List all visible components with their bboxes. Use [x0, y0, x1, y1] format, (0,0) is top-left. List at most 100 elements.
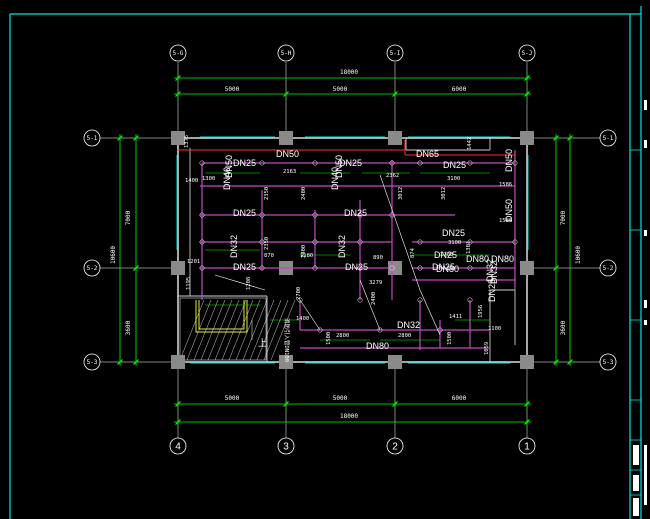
sprinkler-head-16: [417, 239, 423, 245]
plan-dim-11: 3012: [441, 187, 447, 200]
column-3-2: [520, 355, 534, 369]
axis-bubble-right-1-circle: [599, 259, 617, 277]
plan-dim-3: 2163: [283, 169, 296, 175]
dim-top-span-3: 6000: [452, 86, 467, 93]
leader-line-4: [214, 274, 266, 291]
dim-right-span-1: 7000: [560, 210, 567, 225]
hatch-line-8: [235, 299, 261, 361]
pipe-label-24: DN80: [491, 254, 514, 264]
sprinkler-head-13: [259, 239, 265, 245]
pipe-label-6: DN40: [222, 167, 232, 190]
dim-bottom-span-1: 5000: [225, 395, 240, 402]
hatch-line-10: [249, 299, 275, 361]
pipe-label-26: DN80: [366, 341, 389, 351]
pipe-label-10: DN25: [233, 208, 256, 218]
plan-dim-34: 1500: [447, 332, 453, 345]
column-3-1: [520, 261, 534, 275]
pipe-label-4: DN65: [416, 149, 439, 159]
dim-right-span-2: 3600: [560, 320, 567, 335]
hatch-line-4: [207, 299, 233, 361]
pipe-label-19: DN32: [485, 259, 495, 282]
hatch-line-0: [179, 299, 205, 361]
hatch-line-1: [186, 299, 212, 361]
leader-line-2: [359, 279, 381, 331]
axis-bubble-top-2-label: 5-I: [390, 50, 401, 57]
window-lines: [176, 136, 529, 364]
sprinkler-head-14: [312, 239, 318, 245]
plan-dim-28: 1956: [478, 305, 484, 318]
pipe-label-22: DN25: [432, 262, 455, 272]
plan-dim-16: 870: [264, 253, 274, 259]
plan-dim-14: 1201: [187, 259, 200, 265]
pipe-label-14: DN25: [233, 262, 256, 272]
inner-walls: [178, 138, 516, 362]
hatch-line-3: [200, 299, 226, 361]
sprinkler-head-10: [357, 212, 363, 218]
plan-dim-21: 1301: [466, 241, 472, 254]
dim-bottom-total: 18000: [340, 413, 358, 420]
plan-dim-18: 2400: [301, 245, 307, 258]
column-2-2: [388, 355, 402, 369]
pipe-label-12: DN32: [229, 235, 239, 258]
sprinkler-head-26: [297, 297, 303, 303]
pipe-network: [178, 140, 516, 350]
sprinkler-head-4: [417, 160, 423, 166]
plan-dim-7: 3100: [447, 176, 460, 182]
axis-bubble-left-0-circle: [83, 129, 101, 147]
plan-dim-6: 2362: [386, 173, 399, 179]
pipe-label-3: DN25: [443, 160, 466, 170]
dim-bottom-span-3: 6000: [452, 395, 467, 402]
plan-dim-19: 890: [373, 255, 383, 261]
dim-top-span-1: 5000: [225, 86, 240, 93]
plan-dim-22: 1195: [186, 277, 192, 290]
sprinkler-head-17: [467, 239, 473, 245]
sprinkler-head-8: [259, 212, 265, 218]
vertical-note: 消防引入管DN100: [283, 318, 291, 362]
sprinkler-head-24: [417, 265, 423, 271]
axis-bubble-top-2-circle: [386, 44, 404, 62]
pipe-label-27: DN32: [489, 261, 499, 284]
sprinkler-head-32: [317, 327, 323, 333]
leader-line-0: [379, 174, 421, 291]
plan-dim-4: 2350: [264, 187, 270, 200]
sprinkler-head-11: [389, 212, 395, 218]
pipe-label-0: DN50: [276, 149, 299, 159]
sprinkler-head-25: [467, 265, 473, 271]
plan-dim-15: 2350: [264, 237, 270, 250]
axis-bubble-left-2-circle: [83, 353, 101, 371]
axis-bubble-left-0-label: 5-1: [87, 135, 98, 142]
axis-bubble-top-1-label: 5-H: [281, 50, 292, 57]
sprinkler-head-9: [312, 212, 318, 218]
axis-bubble-bottom-3-circle: [518, 437, 536, 455]
dimension-texts: 18000 5000 5000 6000 5000 5000 6000 1800…: [110, 69, 582, 420]
sprinkler-head-29: [467, 297, 473, 303]
column-1-2: [279, 355, 293, 369]
hatch-line-6: [221, 299, 247, 361]
plan-dim-31: 1500: [326, 332, 332, 345]
axis-bubble-right-1-label: 5-2: [603, 265, 614, 272]
column-0-0: [171, 131, 185, 145]
axis-bubble-left-1-circle: [83, 259, 101, 277]
stair-box: [179, 297, 267, 361]
dim-left-span-1: 7000: [125, 210, 132, 225]
plan-dim-0: 1375: [184, 135, 190, 148]
pipe-label-15: DN25: [345, 262, 368, 272]
hatch-line-9: [242, 299, 268, 361]
axis-bubble-bottom-2-label: 2: [392, 442, 398, 453]
pipe-label-1: DN25: [233, 158, 256, 168]
sprinkler-head-6: [512, 160, 518, 166]
sprinkler-head-28: [417, 297, 423, 303]
plan-dim-29: 1100: [488, 326, 501, 332]
plan-dim-23: 1208: [246, 277, 252, 290]
sprinkler-head-7: [199, 212, 205, 218]
plan-dim-17: 1180: [300, 253, 313, 259]
plan-dim-5: 2400: [301, 187, 307, 200]
column-2-0: [388, 131, 402, 145]
plan-dim-8: 1442: [467, 137, 473, 150]
leader-line-1: [419, 289, 441, 336]
hatch-line-11: [256, 299, 282, 361]
axis-bubble-right-2-label: 5-3: [603, 359, 614, 366]
